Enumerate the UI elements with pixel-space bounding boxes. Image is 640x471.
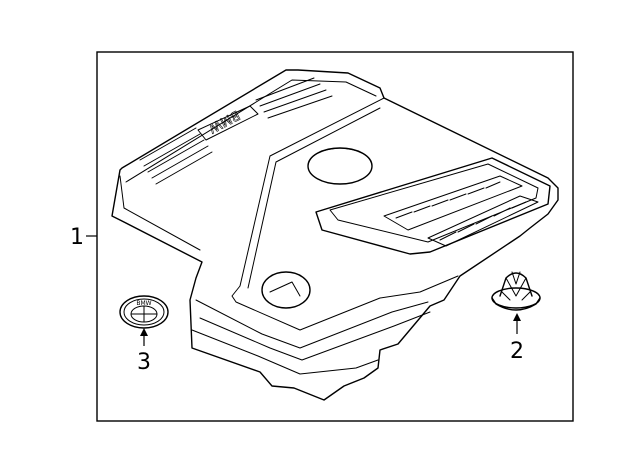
callout-2-label: 2 (510, 339, 524, 364)
oil-filler-opening (307, 147, 373, 185)
emblem-lettering: BMW (136, 300, 151, 307)
vent-panel (315, 157, 551, 255)
rubber-grommet (491, 271, 541, 311)
bmw-emblem: BMW (119, 295, 169, 329)
engine-cover: BMW (111, 69, 559, 401)
cover-ribs-upper (139, 77, 333, 185)
front-round-opening (261, 271, 311, 309)
callout-1-label: 1 (70, 225, 84, 250)
callout-3-label: 3 (137, 350, 151, 375)
cover-logo-plate: BMW (197, 105, 259, 141)
diagram-frame (96, 51, 574, 422)
callout-3-arrowhead (140, 328, 148, 336)
callout-2-arrowhead (513, 313, 521, 321)
